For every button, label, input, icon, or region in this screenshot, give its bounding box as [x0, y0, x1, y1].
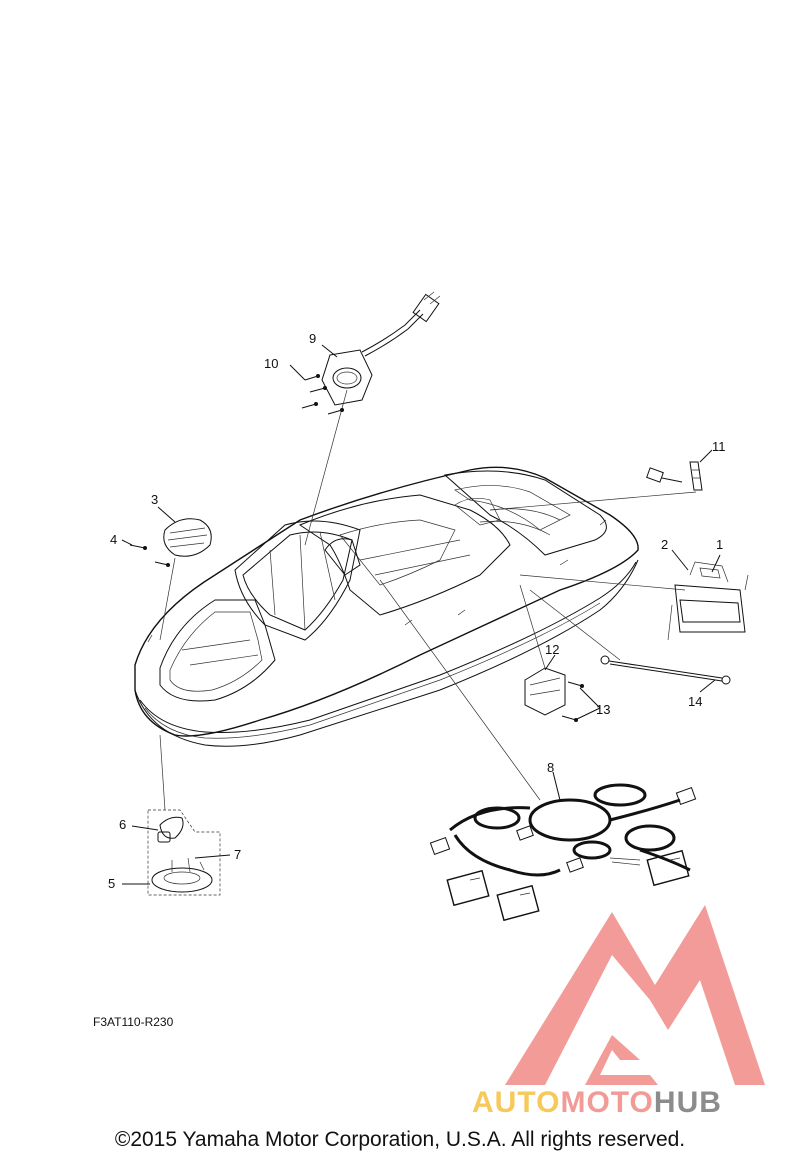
callout-9: 9	[309, 331, 316, 346]
callout-13: 13	[596, 702, 610, 717]
copyright-notice: ©2015 Yamaha Motor Corporation, U.S.A. A…	[114, 1128, 686, 1151]
watermark-auto-text: AUTO	[472, 1086, 560, 1119]
diagram-code: F3AT110-R230	[93, 1015, 174, 1029]
callout-3: 3	[151, 492, 158, 507]
callout-leaders	[121, 344, 721, 885]
part-5-6-7-drain-assembly	[147, 734, 221, 896]
callout-4: 4	[110, 532, 117, 547]
callout-8: 8	[547, 760, 554, 775]
part-11-sensor	[489, 461, 703, 511]
callout-14: 14	[688, 694, 702, 709]
callout-2: 2	[661, 537, 668, 552]
part-1-2-bracket	[519, 561, 749, 641]
callout-11: 11	[712, 439, 726, 454]
callout-12: 12	[545, 642, 559, 657]
watermark-moto-text: MOTO	[560, 1086, 653, 1119]
part-8-wiring-harness	[379, 579, 697, 922]
watermark-logo-icon	[505, 905, 765, 1085]
callout-5: 5	[108, 876, 115, 891]
callout-1: 1	[716, 537, 723, 552]
part-12-switch-module	[519, 584, 566, 716]
callout-7: 7	[234, 847, 241, 862]
part-9-mount-assembly	[304, 291, 441, 546]
callout-6: 6	[119, 817, 126, 832]
watermark-hub-text: HUB	[654, 1086, 722, 1119]
part-14-cable	[529, 589, 731, 685]
part-4-screws	[129, 544, 170, 567]
part-3-speaker	[159, 518, 212, 641]
callout-10: 10	[264, 356, 278, 371]
watermark-brand-text: AUTOMOTOHUB	[472, 1086, 722, 1119]
part-13-screws	[561, 681, 584, 722]
part-10-screws	[301, 374, 344, 415]
boat-hull	[134, 466, 639, 747]
